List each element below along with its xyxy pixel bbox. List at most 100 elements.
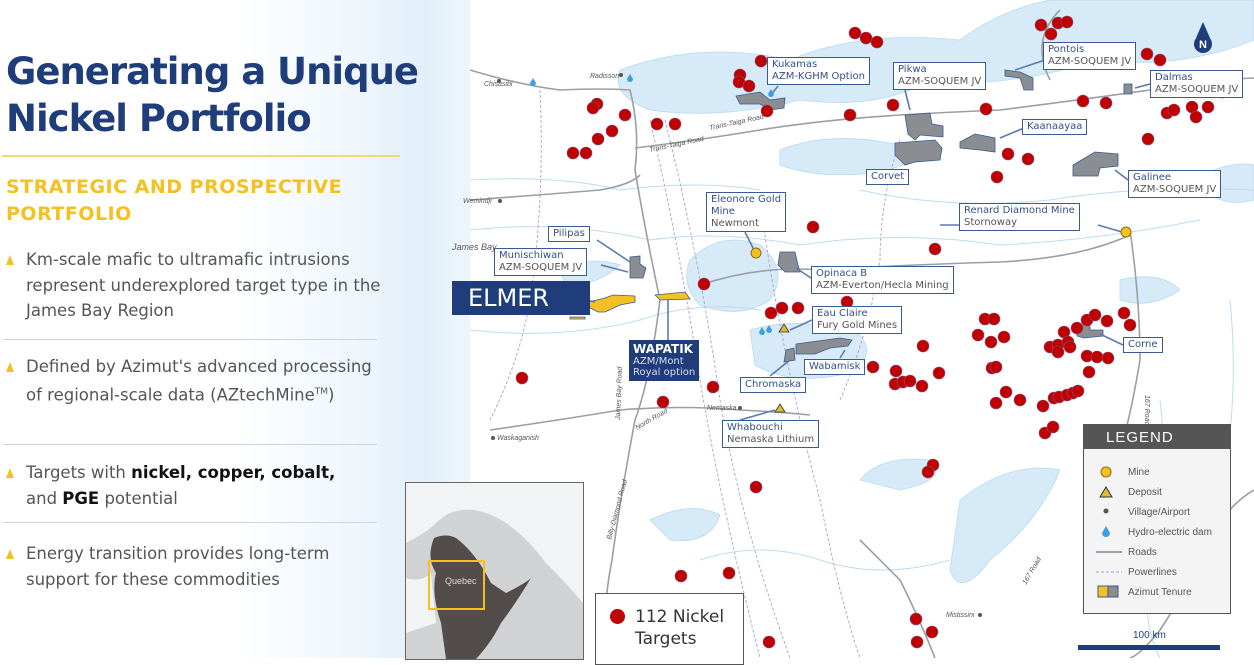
bullet-triangle-icon	[6, 549, 14, 559]
nickel-target-marker	[987, 312, 1001, 326]
road-james-bay: James Bay Road	[615, 365, 624, 421]
nickel-target-marker	[1021, 152, 1035, 166]
place-wemindji: Wemindji	[463, 198, 492, 205]
tenure-corne	[1076, 324, 1104, 339]
page-title: Generating a Unique Nickel Portfolio	[6, 50, 419, 140]
nickel-target-marker	[706, 380, 720, 394]
deposit-icons	[774, 323, 790, 413]
nickel-target-marker	[921, 465, 935, 479]
nickel-target-marker	[515, 371, 529, 385]
nickel-target-marker	[586, 101, 600, 115]
tenure-galinee	[1072, 151, 1119, 177]
tenures	[569, 69, 1133, 363]
nickel-target-marker	[1140, 47, 1154, 61]
bullet-4: Energy transition provides long-term sup…	[6, 541, 386, 592]
nickel-target-marker	[754, 54, 768, 68]
nickel-target-marker	[903, 374, 917, 388]
nickel-target-marker	[1153, 53, 1167, 67]
nickel-target-marker	[889, 364, 903, 378]
deposit-triangle-icon	[1099, 486, 1113, 498]
nickel-target-marker	[1090, 350, 1104, 364]
village-markers	[491, 73, 982, 617]
nickel-target-marker	[1167, 103, 1181, 117]
water-drop-icon	[1102, 526, 1110, 537]
nickel-target-marker	[843, 108, 857, 122]
divider	[3, 444, 377, 445]
mine-icon	[1100, 466, 1112, 478]
nickel-target-marker	[1088, 308, 1102, 322]
bullet-triangle-icon	[6, 255, 14, 265]
nickel-target-marker	[760, 104, 774, 118]
north-label: N	[1199, 39, 1207, 51]
map-legend: LEGEND Mine Deposit Village/Airport Hydr…	[1083, 424, 1231, 614]
label-elmer: ELMER	[452, 281, 590, 315]
nickel-target-marker	[775, 301, 789, 315]
nickel-target-marker	[1117, 306, 1131, 320]
nickel-target-marker	[989, 360, 1003, 374]
nickel-target-marker	[1123, 318, 1137, 332]
nickel-target-marker	[1141, 132, 1155, 146]
bullet-1: Km-scale mafic to ultramafic intrusions …	[6, 247, 386, 324]
inset-label: Quebec	[445, 576, 477, 586]
tenure-swatch-icon	[1097, 585, 1119, 598]
nickel-target-marker	[764, 306, 778, 320]
divider	[3, 339, 377, 340]
nickel-target-marker	[618, 108, 632, 122]
place-waskaganish: Waskaganish	[497, 435, 539, 442]
nickel-target-marker	[990, 170, 1004, 184]
nickel-target-marker	[866, 360, 880, 374]
tenure-pilipas-munischiwan	[629, 255, 647, 279]
nickel-target-marker	[762, 635, 776, 649]
nickel-target-marker	[579, 146, 593, 160]
place-chisasibi: Chisasibi	[484, 81, 513, 88]
tenure-opinaca-b	[777, 251, 801, 273]
nickel-target-marker	[1034, 18, 1048, 32]
study-area-box	[428, 560, 485, 610]
place-mistissini: Mistissini	[946, 612, 975, 619]
nickel-target-marker	[722, 566, 736, 580]
road-line-icon	[1096, 551, 1122, 553]
nickel-target-marker	[910, 635, 924, 649]
nickel-target-marker	[1044, 27, 1058, 41]
place-radisson: Radisson	[590, 73, 619, 80]
nickel-target-marker	[916, 339, 930, 353]
quebec-shape	[430, 535, 531, 659]
nickel-target-marker	[997, 330, 1011, 344]
bullet-2: Defined by Azimut's advanced processing …	[6, 354, 386, 408]
nickel-target-marker	[848, 26, 862, 40]
mine-icons	[750, 226, 1132, 259]
nickel-target-marker	[1189, 110, 1203, 124]
nickel-target-marker	[668, 117, 682, 131]
nickel-target-marker	[932, 366, 946, 380]
tenure-elmer-south	[569, 316, 586, 320]
place-james-bay: James Bay	[451, 242, 497, 252]
village-dot-icon	[1103, 508, 1109, 514]
nickel-target-marker	[1060, 15, 1074, 29]
tenure-wabamisk	[795, 337, 853, 355]
nickel-target-marker	[566, 146, 580, 160]
nickel-target-marker	[749, 480, 763, 494]
scale-label: 100 km	[1133, 630, 1166, 641]
nickel-target-marker	[915, 379, 929, 393]
nickel-target-marker	[925, 625, 939, 639]
tenure-pontois	[1004, 69, 1034, 91]
north-arrow-icon	[1196, 22, 1210, 38]
nickel-target-marker	[656, 395, 670, 409]
tenure-corvet	[894, 139, 943, 166]
nickel-target-marker	[984, 335, 998, 349]
text-panel: Generating a Unique Nickel Portfolio STR…	[0, 0, 430, 658]
title-rule	[2, 155, 400, 157]
nickel-target-marker	[1001, 147, 1015, 161]
label-kaanaayaa: Kaanaayaa	[1022, 119, 1088, 135]
nickel-target-marker	[859, 31, 873, 45]
bullet-triangle-icon	[6, 468, 14, 478]
